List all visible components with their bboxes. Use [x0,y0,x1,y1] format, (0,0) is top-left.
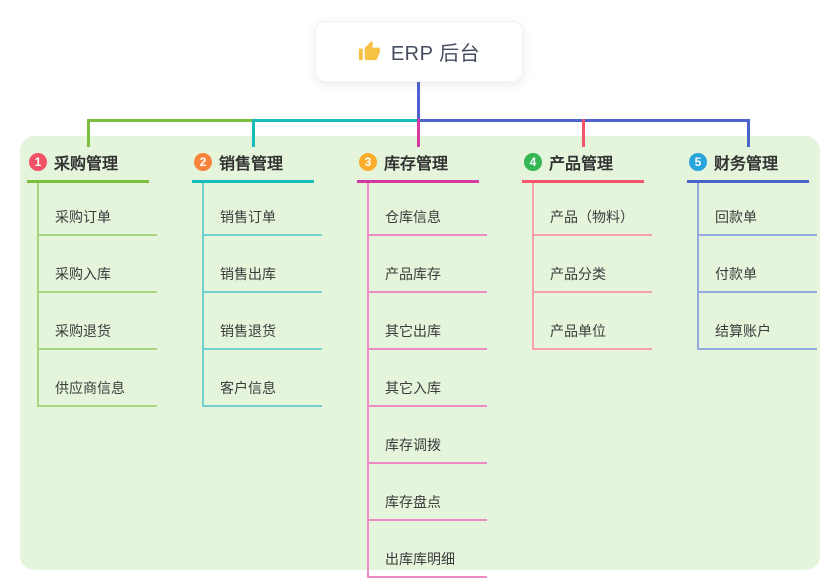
branch-item[interactable]: 销售订单 [204,183,322,236]
branch-item[interactable]: 产品单位 [534,293,652,350]
branch-number-badge: 4 [524,153,542,171]
branch-item[interactable]: 销售退货 [204,293,322,350]
branch-number-badge: 5 [689,153,707,171]
connector-drop-4 [582,119,585,147]
branch-item-label: 库存调拨 [385,437,441,453]
branch-item[interactable]: 产品库存 [369,236,487,293]
branch-item[interactable]: 采购入库 [39,236,157,293]
branch-item-label: 付款单 [715,266,757,282]
branch-title: 采购管理 [54,156,119,173]
branch-item-label: 采购入库 [55,266,111,282]
branch-item[interactable]: 仓库信息 [369,183,487,236]
branch-item-label: 采购订单 [55,209,111,225]
branches-panel [20,136,820,570]
branch-item[interactable]: 付款单 [699,236,817,293]
connector-drop-3 [417,119,420,147]
branch-2: 2 销售管理销售订单销售出库销售退货客户信息 [192,148,342,407]
branch-item-label: 销售订单 [220,209,276,225]
branch-header-1[interactable]: 1 采购管理 [27,148,149,183]
root-node[interactable]: ERP 后台 [315,21,523,82]
branch-item-label: 其它出库 [385,323,441,339]
branch-header-3[interactable]: 3 库存管理 [357,148,479,183]
thumbs-up-icon [358,40,380,61]
branch-item-label: 产品（物料） [550,209,634,225]
branch-item-label: 产品分类 [550,266,606,282]
branch-header-5[interactable]: 5 财务管理 [687,148,809,183]
branch-item-label: 出库库明细 [385,551,455,567]
connector-bus-middle [253,119,418,122]
branch-item[interactable]: 供应商信息 [39,350,157,407]
connector-drop-2 [252,119,255,147]
branch-item-label: 库存盘点 [385,494,441,510]
branch-title: 财务管理 [714,156,779,173]
branch-title: 销售管理 [219,156,284,173]
connector-trunk [417,82,420,122]
branch-number-badge: 2 [194,153,212,171]
branch-item-label: 销售退货 [220,323,276,339]
branch-item[interactable]: 回款单 [699,183,817,236]
branch-item[interactable]: 结算账户 [699,293,817,350]
branch-3: 3 库存管理仓库信息产品库存其它出库其它入库库存调拨库存盘点出库库明细 [357,148,507,578]
branch-item[interactable]: 出库库明细 [369,521,487,578]
branch-item-label: 结算账户 [715,323,771,339]
branch-item-label: 供应商信息 [55,380,125,396]
branch-item-list: 销售订单销售出库销售退货客户信息 [202,183,342,407]
branch-header-4[interactable]: 4 产品管理 [522,148,644,183]
branch-item[interactable]: 采购退货 [39,293,157,350]
branch-item-label: 其它入库 [385,380,441,396]
branch-item-label: 仓库信息 [385,209,441,225]
branch-item[interactable]: 库存盘点 [369,464,487,521]
branch-item[interactable]: 其它出库 [369,293,487,350]
branch-item-label: 产品单位 [550,323,606,339]
connector-drop-1 [87,119,90,147]
branch-item[interactable]: 其它入库 [369,350,487,407]
branch-item-list: 回款单付款单结算账户 [697,183,837,350]
branch-item-label: 销售出库 [220,266,276,282]
connector-bus-left [88,119,254,122]
branch-item-label: 产品库存 [385,266,441,282]
connector-drop-5 [747,119,750,147]
branch-5: 5 财务管理回款单付款单结算账户 [687,148,837,350]
branch-item[interactable]: 销售出库 [204,236,322,293]
branch-title: 库存管理 [384,156,449,173]
branch-item[interactable]: 产品（物料） [534,183,652,236]
branch-item-list: 采购订单采购入库采购退货供应商信息 [37,183,177,407]
root-node-label: ERP 后台 [390,43,481,65]
branch-item[interactable]: 产品分类 [534,236,652,293]
branch-item-list: 产品（物料） 产品分类产品单位 [532,183,672,350]
branch-item-list: 仓库信息产品库存其它出库其它入库库存调拨库存盘点出库库明细 [367,183,507,578]
branch-item-label: 回款单 [715,209,757,225]
branch-header-2[interactable]: 2 销售管理 [192,148,314,183]
branch-title: 产品管理 [549,156,614,173]
branch-item-label: 客户信息 [220,380,276,396]
branch-1: 1 采购管理采购订单采购入库采购退货供应商信息 [27,148,177,407]
branch-item[interactable]: 客户信息 [204,350,322,407]
branch-item[interactable]: 采购订单 [39,183,157,236]
branch-number-badge: 3 [359,153,377,171]
branch-number-badge: 1 [29,153,47,171]
branch-4: 4 产品管理产品（物料） 产品分类产品单位 [522,148,672,350]
branch-item[interactable]: 库存调拨 [369,407,487,464]
branch-item-label: 采购退货 [55,323,111,339]
